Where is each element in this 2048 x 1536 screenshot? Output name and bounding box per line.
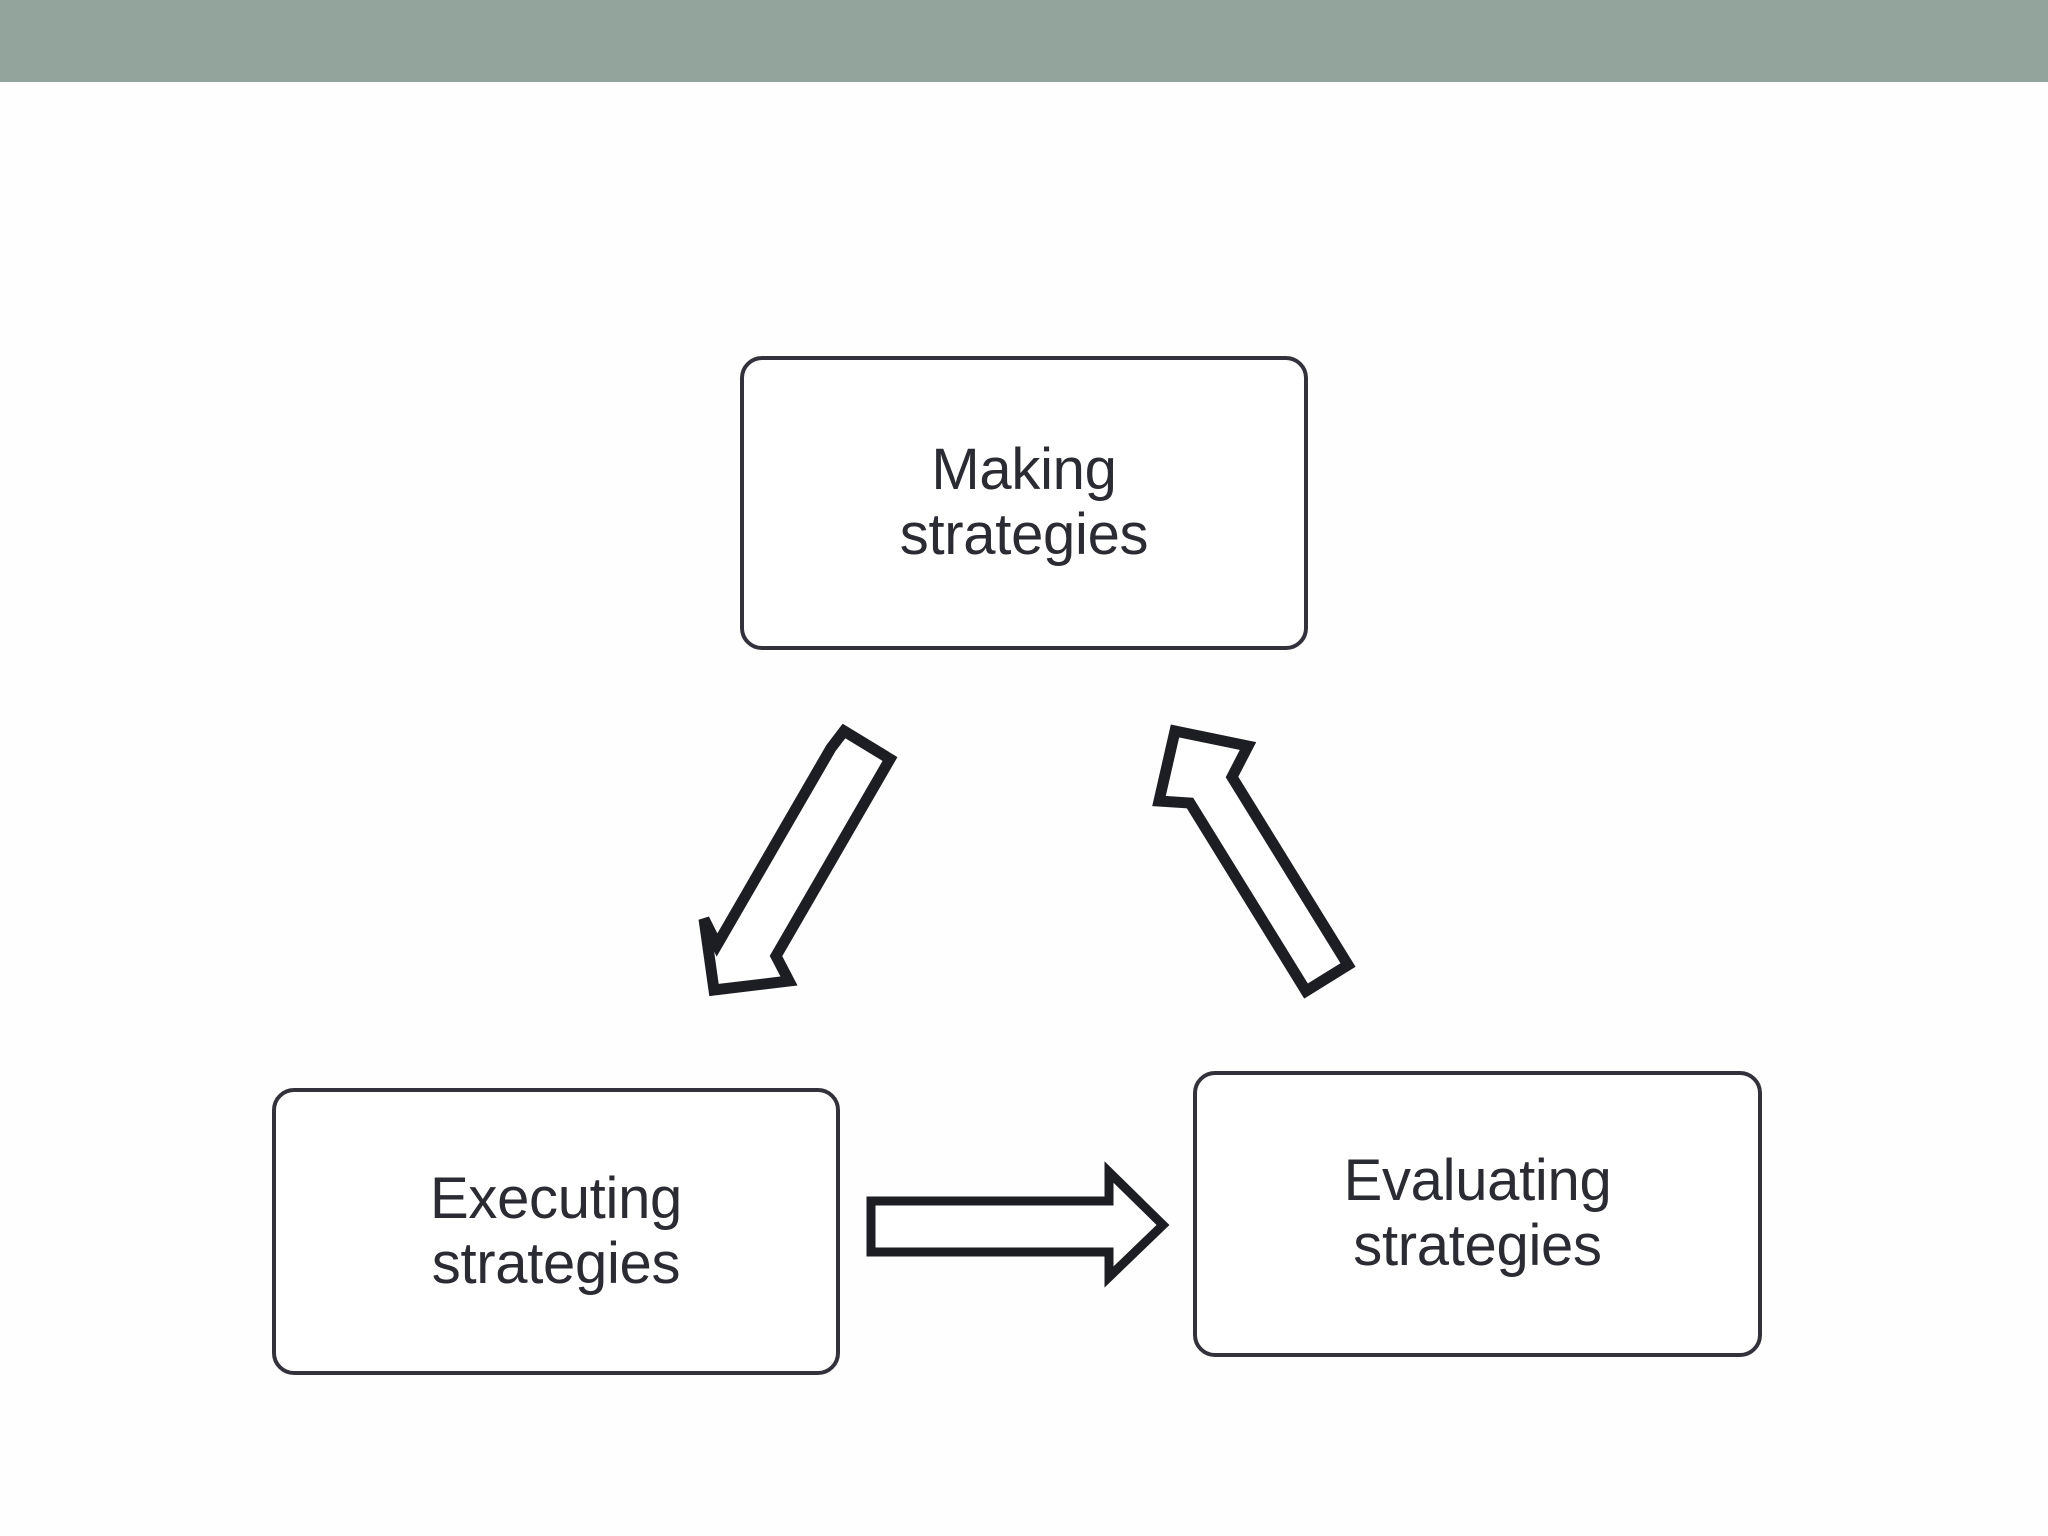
arrow-up-left-icon <box>1152 724 1356 999</box>
top-decorative-band <box>0 0 2048 82</box>
node-making-strategies[interactable]: Making strategies <box>740 356 1308 650</box>
arrow-down-left-icon <box>698 723 898 997</box>
node-evaluating-strategies-label: Evaluating strategies <box>1343 1148 1612 1278</box>
node-making-strategies-label: Making strategies <box>899 437 1149 567</box>
node-executing-strategies[interactable]: Executing strategies <box>272 1088 840 1375</box>
arrow-right-icon <box>866 1161 1170 1288</box>
node-executing-strategies-label: Executing strategies <box>429 1165 682 1296</box>
node-evaluating-strategies[interactable]: Evaluating strategies <box>1193 1071 1762 1357</box>
